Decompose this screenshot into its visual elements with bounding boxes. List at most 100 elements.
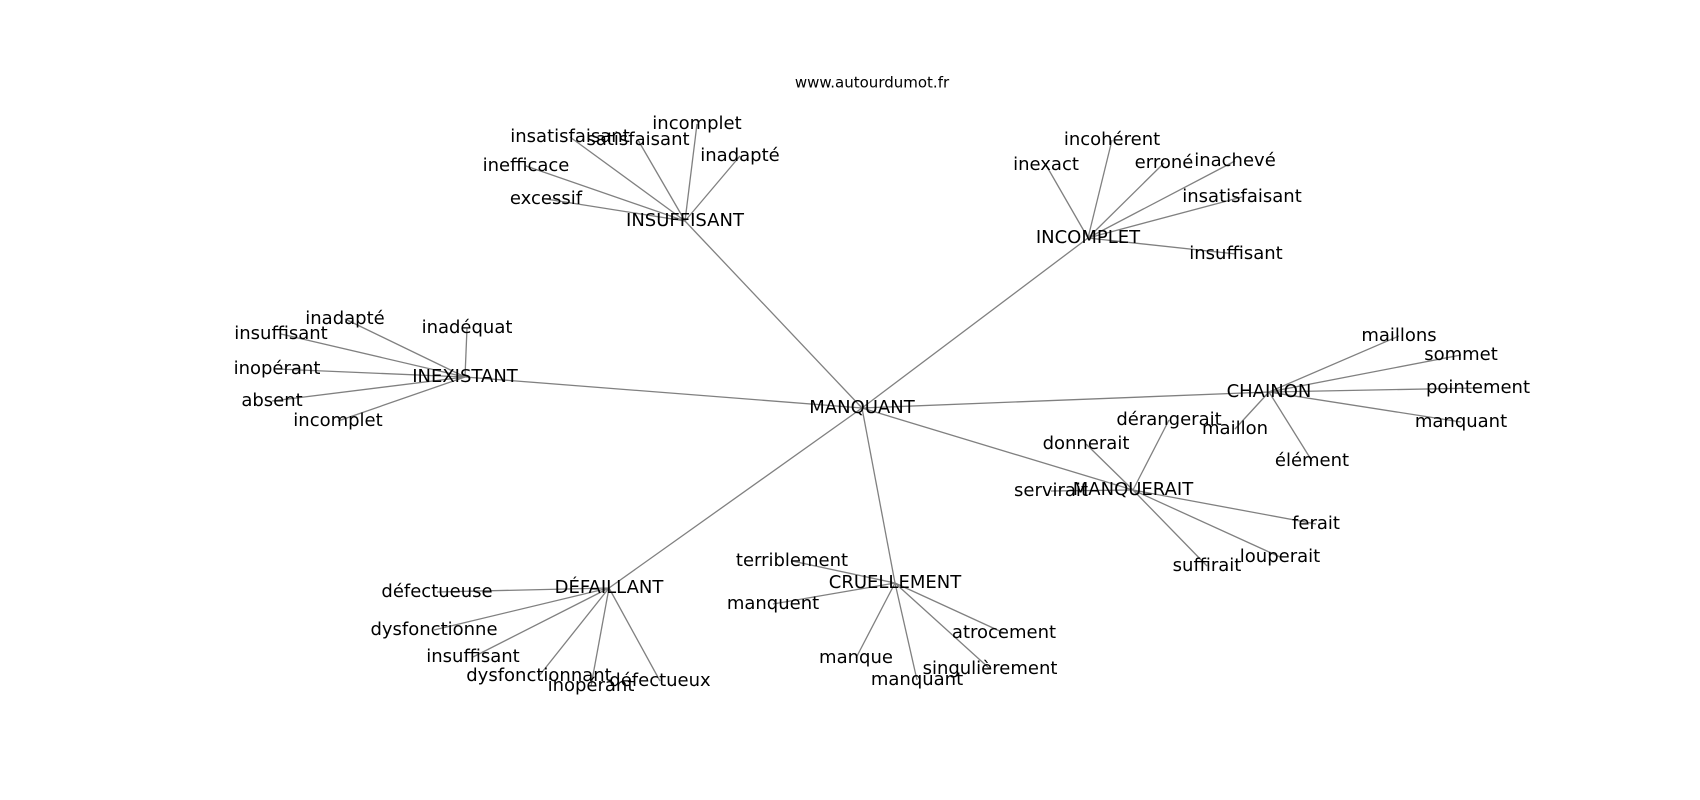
edge-manquerait-word-3 — [1132, 489, 1317, 525]
word-node-label: donnerait — [1043, 433, 1130, 454]
edge-defaillant-word-3 — [538, 587, 610, 677]
word-node-label: louperait — [1240, 546, 1320, 567]
edge-cruellement-word-4 — [894, 582, 991, 670]
word-node-label: manque — [819, 647, 893, 668]
edge-defaillant-word-4 — [590, 587, 610, 687]
word-node-label: maillon — [1202, 418, 1268, 439]
word-node-label: dysfonctionne — [370, 619, 497, 640]
edge-chainon-word-1 — [1268, 354, 1462, 393]
word-node-label: insuffisant — [1189, 243, 1282, 264]
graph-edges — [271, 123, 1479, 687]
edge-center-inexistant — [464, 376, 863, 409]
word-node-label: inexact — [1013, 154, 1079, 175]
word-node-label: atrocement — [952, 622, 1056, 643]
hub-node-label-cruellement: CRUELLEMENT — [829, 572, 962, 593]
edge-chainon-word-0 — [1268, 335, 1400, 393]
word-node-label: excessif — [510, 188, 583, 209]
hub-node-label-defaillant: DÉFAILLANT — [555, 576, 665, 598]
edge-manquerait-word-0 — [1132, 419, 1170, 491]
word-node-label: absent — [241, 390, 302, 411]
edge-cruellement-word-2 — [894, 582, 1005, 634]
word-node-label: inadapté — [305, 308, 384, 329]
graph-labels: www.autourdumot.fr insatisfaisantsatisfa… — [234, 74, 1530, 697]
word-node-label: sommet — [1424, 344, 1498, 365]
edge-chainon-word-2 — [1268, 387, 1479, 393]
edge-cruellement-word-1 — [772, 582, 896, 605]
word-node-label: inopérant — [234, 358, 321, 379]
edge-inexistant-word-0 — [344, 318, 466, 378]
hub-node-label-chainon: CHAINON — [1227, 381, 1312, 402]
edge-cruellement-word-5 — [894, 582, 918, 681]
edge-insuffisant-word-5 — [545, 198, 686, 222]
word-node-label: inefficace — [483, 155, 570, 176]
word-node-label: incomplet — [293, 410, 382, 431]
word-node-label: inopérant — [548, 675, 635, 696]
edge-inexistant-word-1 — [280, 333, 466, 378]
word-node-label: manquant — [1415, 411, 1507, 432]
word-node-label: manquant — [871, 669, 963, 690]
word-node-label: erroné — [1135, 152, 1194, 173]
word-node-label: insatisfaisant — [510, 126, 630, 147]
edge-incomplet-word-1 — [1045, 164, 1089, 239]
word-node-label: dérangerait — [1116, 409, 1221, 430]
edge-center-chainon — [861, 391, 1270, 409]
edge-chainon-word-5 — [1268, 391, 1313, 462]
edge-cruellement-word-0 — [791, 560, 896, 584]
word-node-label: pointement — [1426, 377, 1530, 398]
word-node-label: insuffisant — [234, 323, 327, 344]
edge-center-manquerait — [861, 407, 1134, 491]
edge-chainon-word-3 — [1234, 391, 1270, 430]
edge-defaillant-word-2 — [472, 587, 610, 658]
edge-chainon-word-4 — [1268, 391, 1462, 423]
edge-center-insuffisant — [684, 220, 863, 409]
edge-insuffisant-word-2 — [684, 123, 698, 222]
word-node-label: incomplet — [652, 113, 741, 134]
hub-node-label-incomplet: INCOMPLET — [1036, 227, 1141, 248]
edge-inexistant-word-5 — [337, 376, 466, 422]
edge-insuffisant-word-4 — [525, 165, 686, 222]
edge-defaillant-word-5 — [608, 587, 661, 682]
edge-cruellement-word-3 — [855, 582, 896, 659]
edge-manquerait-word-1 — [1085, 443, 1134, 491]
word-node-label: défectueuse — [381, 581, 492, 602]
edge-incomplet-word-5 — [1087, 237, 1237, 255]
word-node-label: incohérent — [1064, 129, 1160, 150]
edge-incomplet-word-0 — [1087, 139, 1113, 239]
watermark-text: www.autourdumot.fr — [795, 74, 950, 92]
word-node-label: servirait — [1014, 480, 1088, 501]
edge-manquerait-word-2 — [1050, 489, 1134, 492]
word-node-label: insatisfaisant — [1182, 186, 1302, 207]
word-node-label: suffirait — [1173, 555, 1242, 576]
word-node-label: dysfonctionnant — [466, 665, 612, 686]
hub-node-label-manquerait: MANQUERAIT — [1073, 479, 1194, 500]
edge-defaillant-word-1 — [433, 587, 610, 631]
word-node-label: satisfaisant — [586, 129, 689, 150]
word-node-label: terriblement — [736, 550, 848, 571]
center-node-label: MANQUANT — [809, 397, 915, 418]
edge-center-incomplet — [861, 237, 1089, 409]
edge-incomplet-word-2 — [1087, 162, 1165, 239]
edge-defaillant-word-0 — [436, 587, 610, 593]
word-node-label: insuffisant — [426, 646, 519, 667]
edge-manquerait-word-5 — [1132, 489, 1208, 567]
edge-center-cruellement — [861, 407, 896, 584]
word-node-label: inadapté — [700, 145, 779, 166]
word-node-label: inadéquat — [422, 317, 513, 338]
edge-inexistant-word-3 — [276, 368, 466, 378]
edge-insuffisant-word-1 — [637, 139, 686, 222]
word-node-label: singulièrement — [923, 658, 1058, 679]
edge-insuffisant-word-0 — [569, 136, 686, 222]
hub-node-label-insuffisant: INSUFFISANT — [626, 210, 745, 231]
word-node-label: défectueux — [609, 670, 711, 691]
word-node-label: manquent — [727, 593, 819, 614]
edge-center-defaillant — [608, 407, 863, 589]
edge-inexistant-word-4 — [271, 376, 466, 402]
edge-insuffisant-word-3 — [684, 155, 741, 222]
edge-incomplet-word-4 — [1087, 196, 1243, 239]
word-node-label: élément — [1275, 450, 1349, 471]
word-node-label: maillons — [1361, 325, 1436, 346]
hub-node-label-inexistant: INEXISTANT — [412, 366, 519, 387]
word-node-label: ferait — [1292, 513, 1340, 534]
edge-incomplet-word-3 — [1087, 160, 1236, 239]
